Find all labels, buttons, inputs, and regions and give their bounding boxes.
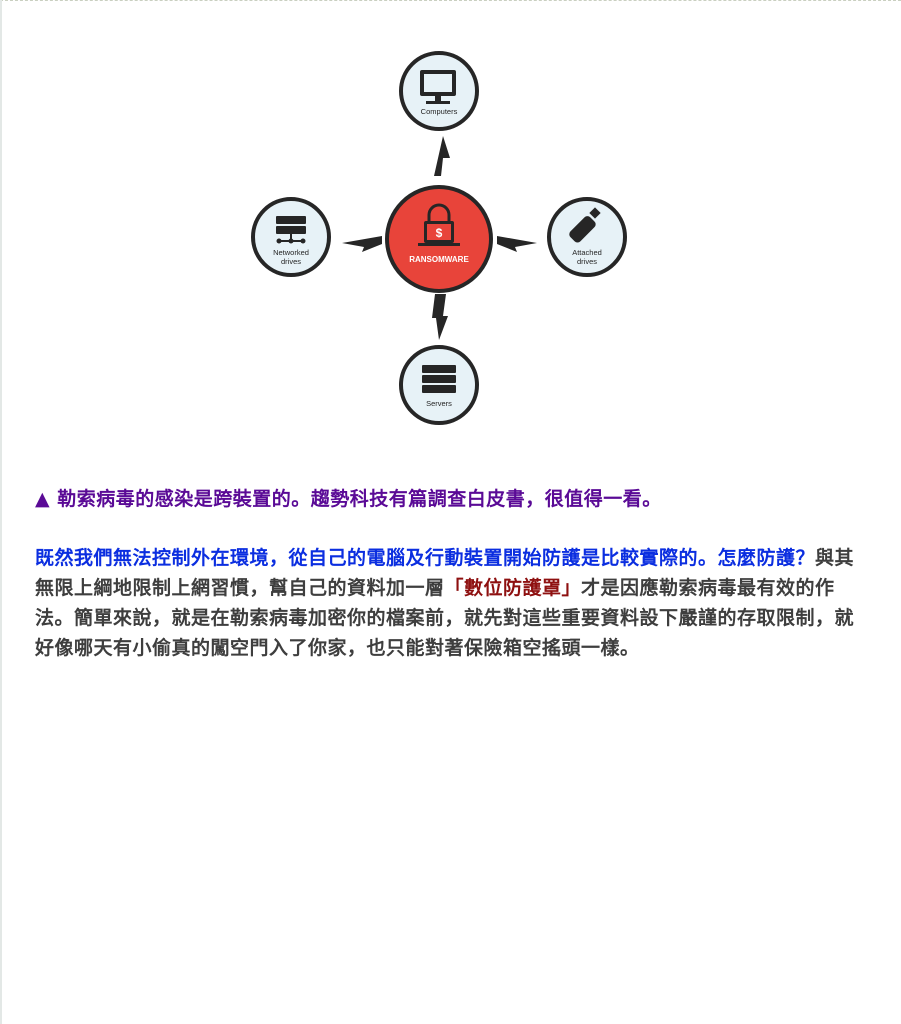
lock-laptop-icon: $ bbox=[418, 203, 460, 246]
top-dashed-border bbox=[0, 0, 901, 1]
network-drive-icon bbox=[276, 216, 306, 244]
image-caption: ▲ 勒索病毒的感染是跨裝置的。趨勢科技有篇調查白皮書，很值得一看。 bbox=[35, 488, 662, 510]
paragraph-text: 與其無限上綱地限制上網習慣，幫自己的資料加一層 bbox=[35, 547, 855, 599]
node-attached-drives: Attached drives bbox=[547, 197, 627, 277]
paragraph-blue-text: 既然我們無法控制外在環境，從自己的電腦及行動裝置開始防護是比較實際的。怎麼防護？ bbox=[35, 547, 816, 569]
node-label-drives-right: drives bbox=[577, 257, 597, 266]
left-border bbox=[0, 0, 2, 1024]
node-servers: Servers bbox=[399, 345, 479, 425]
node-label-drives-left: drives bbox=[281, 257, 301, 266]
ransomware-diagram: Computers Networked drives Attached driv… bbox=[251, 51, 627, 425]
computer-icon bbox=[420, 70, 456, 104]
usb-drive-icon bbox=[569, 207, 601, 243]
bolt-right-icon bbox=[497, 236, 537, 252]
node-computers: Computers bbox=[399, 51, 479, 131]
node-ransomware: $ RANSOMWARE bbox=[385, 185, 493, 293]
server-icon bbox=[422, 365, 456, 393]
node-label-attached: Attached bbox=[572, 248, 602, 257]
node-label-computers: Computers bbox=[421, 107, 458, 116]
paragraph-highlight: 「數位防護罩」 bbox=[444, 577, 582, 599]
node-label-networked: Networked bbox=[273, 248, 309, 257]
node-networked-drives: Networked drives bbox=[251, 197, 331, 277]
node-label-servers: Servers bbox=[426, 399, 452, 408]
bolt-top-icon bbox=[434, 136, 450, 176]
center-label: RANSOMWARE bbox=[409, 255, 469, 264]
connector-bolts bbox=[342, 136, 537, 340]
article-paragraph: 既然我們無法控制外在環境，從自己的電腦及行動裝置開始防護是比較實際的。怎麼防護？… bbox=[35, 543, 857, 663]
paragraph-text-rest: 才是因應勒索病毒最有效的作法。簡單來說，就是在勒索病毒加密你的檔案前，就先對這些… bbox=[35, 577, 855, 659]
bolt-left-icon bbox=[342, 236, 382, 252]
bolt-bottom-icon bbox=[432, 294, 448, 340]
dollar-sign: $ bbox=[436, 226, 443, 240]
